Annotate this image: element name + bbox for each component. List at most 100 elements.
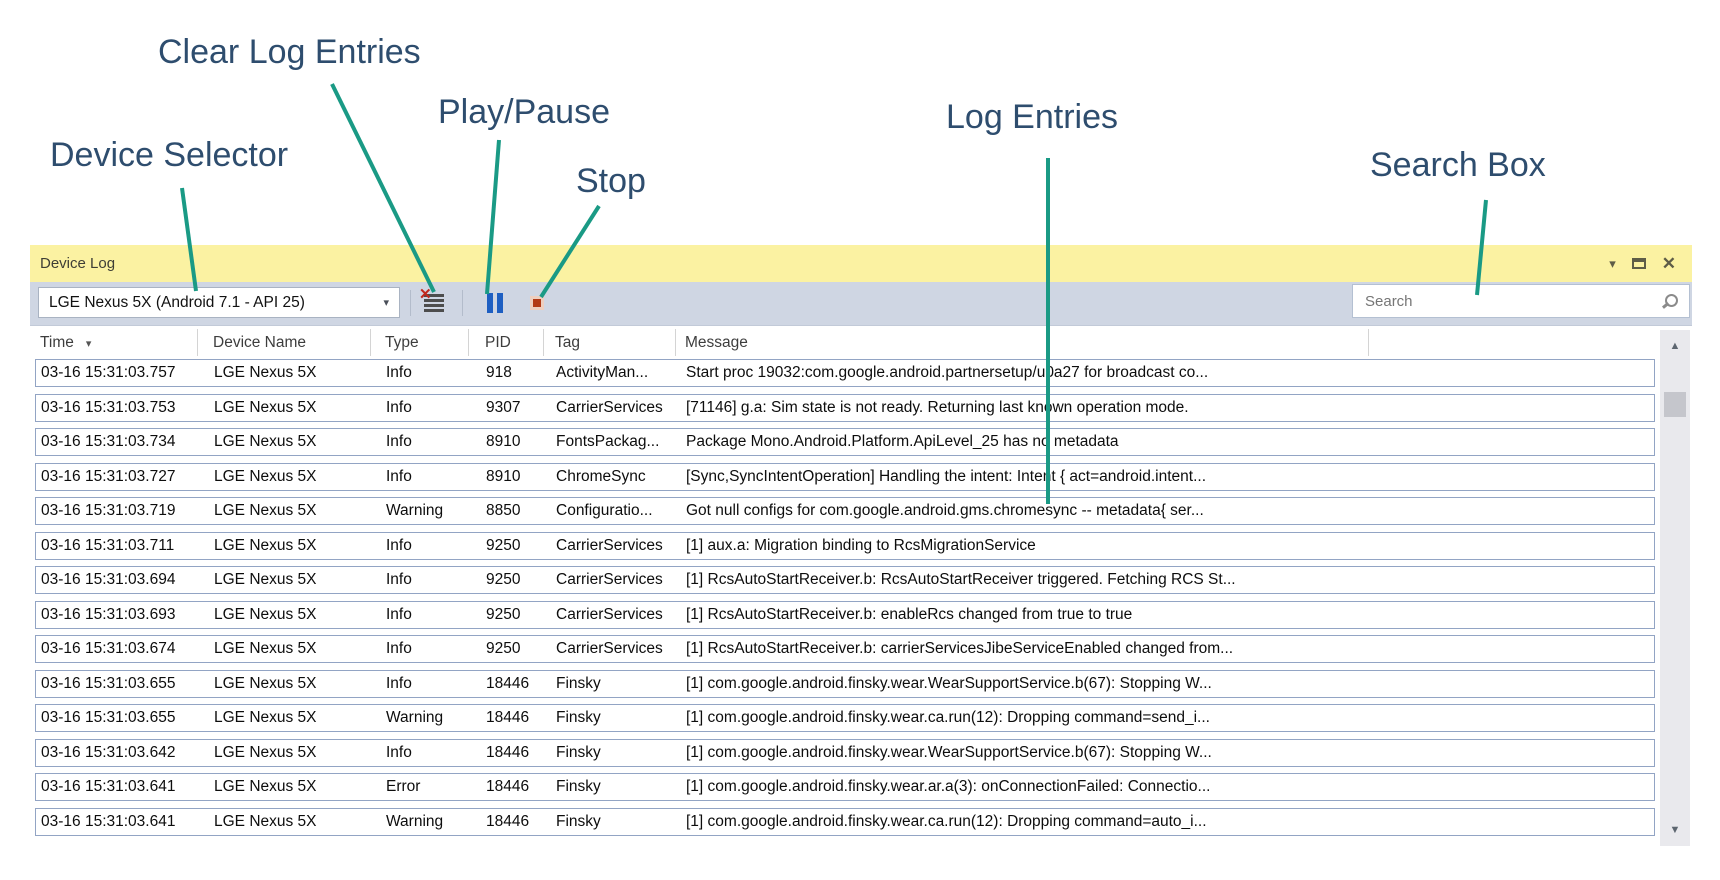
cell-message: [1] com.google.android.finsky.wear.ca.ru… xyxy=(686,812,1207,830)
cell-tag: FontsPackag... xyxy=(556,433,660,450)
cell-type: Info xyxy=(386,640,412,657)
cell-type: Info xyxy=(386,674,412,692)
cell-pid: 18446 xyxy=(486,743,530,761)
search-box[interactable] xyxy=(1352,284,1690,318)
column-divider xyxy=(1368,329,1369,356)
cell-pid: 9250 xyxy=(486,640,521,657)
cell-time: 03-16 15:31:03.719 xyxy=(41,502,176,519)
cell-message: [1] RcsAutoStartReceiver.b: enableRcs ch… xyxy=(686,605,1133,623)
column-header-device-name[interactable]: Device Name xyxy=(213,334,307,351)
scrollbar-thumb[interactable] xyxy=(1664,392,1686,417)
cell-tag: CarrierServices xyxy=(556,536,663,554)
toolbar-separator xyxy=(410,290,411,316)
cell-device: LGE Nexus 5X xyxy=(214,812,317,830)
column-header-type[interactable]: Type xyxy=(385,334,419,351)
close-icon[interactable]: ✕ xyxy=(1661,253,1676,273)
column-header-pid[interactable]: PID xyxy=(485,334,511,351)
annotation-clear-log-entries: Clear Log Entries xyxy=(158,33,421,71)
cell-tag: Finsky xyxy=(556,709,601,726)
maximize-icon[interactable] xyxy=(1631,258,1646,269)
pause-icon xyxy=(487,293,503,313)
cell-message: [1] RcsAutoStartReceiver.b: carrierServi… xyxy=(686,640,1234,657)
titlebar[interactable]: Device Log ▾ ✕ xyxy=(30,245,1692,282)
cell-message: [1] com.google.android.finsky.wear.ar.a(… xyxy=(686,778,1211,795)
cell-time: 03-16 15:31:03.655 xyxy=(41,674,176,692)
cell-pid: 9250 xyxy=(486,571,521,588)
scroll-down-icon[interactable]: ▼ xyxy=(1669,824,1681,836)
column-divider xyxy=(370,329,371,356)
log-row[interactable]: 03-16 15:31:03.655 LGE Nexus 5X Warning 184… xyxy=(35,704,1655,732)
cell-device: LGE Nexus 5X xyxy=(214,605,317,623)
cell-pid: 18446 xyxy=(486,812,530,830)
cell-device: LGE Nexus 5X xyxy=(214,709,317,726)
cell-pid: 18446 xyxy=(486,709,530,726)
cell-tag: ActivityMan... xyxy=(556,364,649,381)
cell-time: 03-16 15:31:03.641 xyxy=(41,778,176,795)
cell-time: 03-16 15:31:03.642 xyxy=(41,743,176,761)
cell-message: Got null configs for com.google.android.… xyxy=(686,502,1204,519)
device-selector-dropdown[interactable]: LGE Nexus 5X (Android 7.1 - API 25) ▾ xyxy=(38,287,400,318)
cell-pid: 18446 xyxy=(486,674,530,692)
cell-type: Warning xyxy=(386,709,444,726)
cell-type: Info xyxy=(386,536,412,554)
cell-type: Info xyxy=(386,571,412,588)
search-icon[interactable] xyxy=(1661,292,1679,310)
column-header-message[interactable]: Message xyxy=(685,334,748,351)
search-input[interactable] xyxy=(1363,291,1661,311)
column-divider xyxy=(468,329,469,356)
vertical-scrollbar[interactable]: ▲ ▼ xyxy=(1660,330,1690,846)
scroll-up-icon[interactable]: ▲ xyxy=(1669,340,1681,352)
cell-type: Info xyxy=(386,467,412,485)
cell-message: Package Mono.Android.Platform.ApiLevel_2… xyxy=(686,433,1119,450)
cell-type: Info xyxy=(386,398,412,416)
cell-device: LGE Nexus 5X xyxy=(214,398,317,416)
cell-pid: 9250 xyxy=(486,536,521,554)
cell-pid: 918 xyxy=(486,364,512,381)
cell-type: Info xyxy=(386,433,412,450)
cell-time: 03-16 15:31:03.693 xyxy=(41,605,176,623)
column-header-time[interactable]: Time▾ xyxy=(40,326,91,361)
cell-time: 03-16 15:31:03.641 xyxy=(41,812,176,830)
play-pause-button[interactable] xyxy=(480,288,510,318)
cell-type: Info xyxy=(386,605,412,623)
column-divider xyxy=(543,329,544,356)
device-log-window: Device Log ▾ ✕ LGE Nexus 5X (Android 7.1… xyxy=(30,245,1692,846)
cell-message: Start proc 19032:com.google.android.part… xyxy=(686,364,1209,381)
cell-pid: 9307 xyxy=(486,398,521,416)
cell-time: 03-16 15:31:03.655 xyxy=(41,709,176,726)
device-selector-value: LGE Nexus 5X (Android 7.1 - API 25) xyxy=(49,293,305,311)
cell-pid: 18446 xyxy=(486,778,530,795)
cell-tag: CarrierServices xyxy=(556,398,663,416)
cell-time: 03-16 15:31:03.734 xyxy=(41,433,176,450)
column-header-tag[interactable]: Tag xyxy=(555,334,580,351)
clear-log-entries-button[interactable]: ✕ xyxy=(419,286,449,318)
window-position-menu-icon[interactable]: ▾ xyxy=(1609,255,1616,271)
cell-device: LGE Nexus 5X xyxy=(214,536,317,554)
stop-icon xyxy=(530,296,544,310)
cell-type: Info xyxy=(386,364,412,381)
cell-pid: 8910 xyxy=(486,467,521,485)
cell-device: LGE Nexus 5X xyxy=(214,433,317,450)
cell-tag: Finsky xyxy=(556,778,601,795)
annotation-stop: Stop xyxy=(576,162,646,200)
stop-button[interactable] xyxy=(522,288,552,318)
cell-device: LGE Nexus 5X xyxy=(214,364,317,381)
cell-time: 03-16 15:31:03.727 xyxy=(41,467,176,485)
clear-log-icon: ✕ xyxy=(419,286,445,314)
toolbar: LGE Nexus 5X (Android 7.1 - API 25) ▾ ✕ xyxy=(30,282,1692,326)
column-divider xyxy=(675,329,676,356)
